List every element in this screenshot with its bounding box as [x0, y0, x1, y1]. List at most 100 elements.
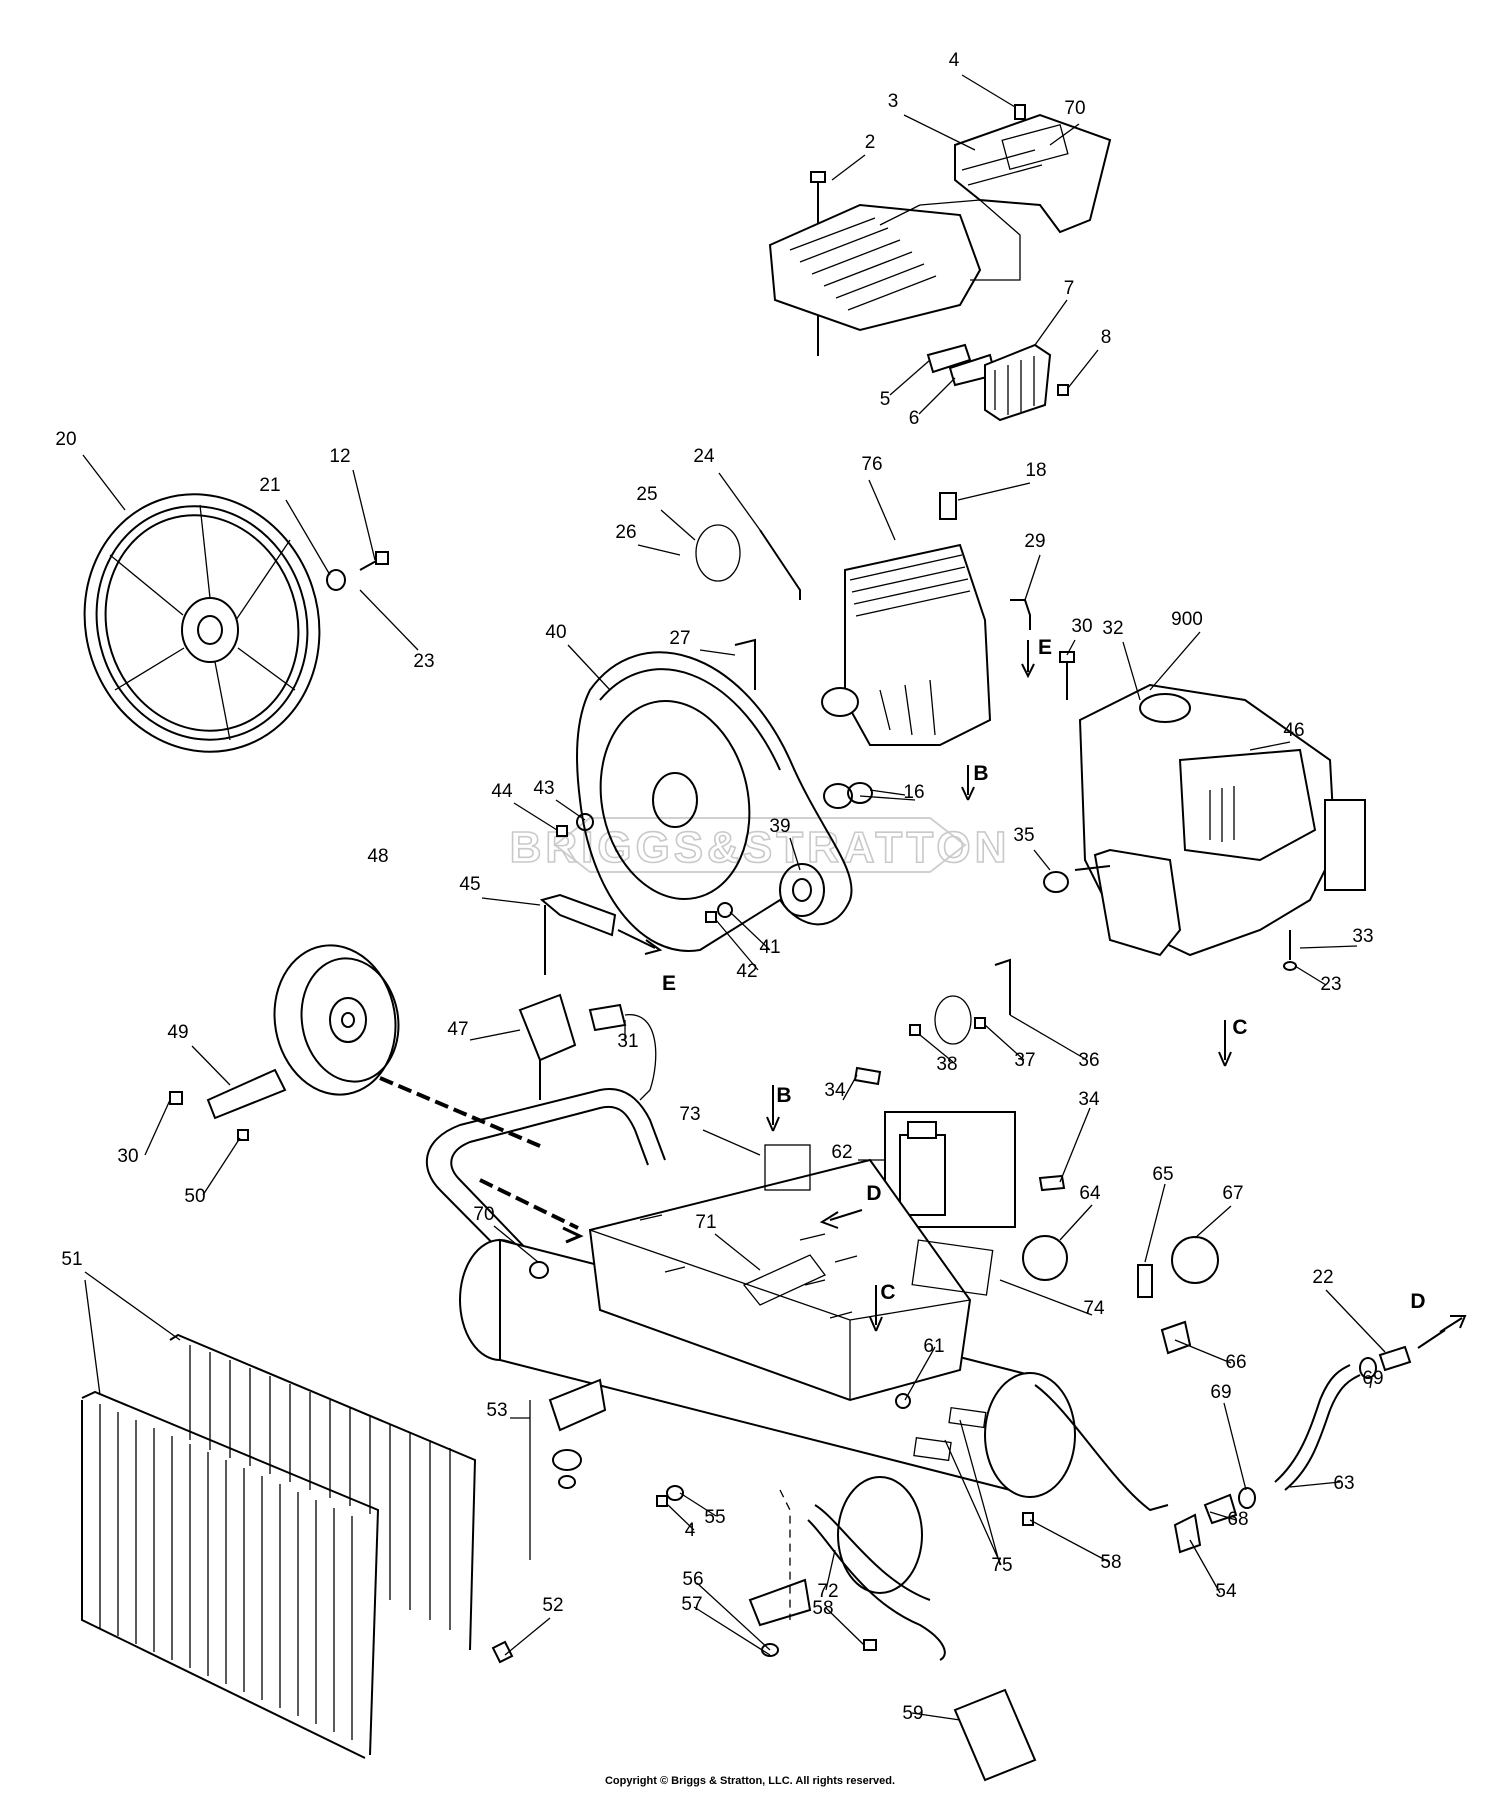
part-callout: 20 [55, 429, 76, 450]
part-callout: 7 [1064, 278, 1075, 299]
discharge-hose [1173, 1329, 1446, 1554]
part-callout: 75 [991, 1555, 1012, 1576]
part-callout: 16 [903, 782, 924, 803]
part-callout: 47 [447, 1019, 468, 1040]
regulator-assembly [853, 1066, 1219, 1355]
part-callout: 27 [669, 628, 690, 649]
part-callout: 64 [1079, 1183, 1101, 1204]
air-pump [695, 492, 1031, 809]
part-callout: 51 [61, 1249, 82, 1270]
part-callout: 57 [681, 1594, 702, 1615]
part-callout: 33 [1352, 926, 1373, 947]
part-callout: 74 [1083, 1298, 1105, 1319]
part-callout: 59 [902, 1703, 923, 1724]
part-callout: 4 [685, 1520, 696, 1541]
flow-letter: C [880, 1281, 895, 1304]
part-callout: 31 [617, 1031, 638, 1052]
part-callout: 70 [1064, 98, 1085, 119]
flow-letter: E [662, 972, 676, 995]
head-cover-assembly [768, 104, 1112, 422]
part-callout: 52 [542, 1595, 563, 1616]
part-callout: 4 [949, 50, 960, 71]
part-callout: 12 [329, 446, 350, 467]
flow-letter: D [866, 1182, 881, 1205]
part-callout: 29 [1024, 531, 1045, 552]
part-callout: 34 [824, 1080, 846, 1101]
part-callout: 53 [486, 1400, 507, 1421]
flow-arrows [379, 640, 1467, 1333]
leader-lines [82, 74, 1386, 1721]
part-callout: 58 [1100, 1552, 1121, 1573]
belt-and-pulley [556, 651, 853, 952]
part-callout: 21 [259, 475, 280, 496]
wheel-assembly [169, 944, 400, 1141]
part-callout: 22 [1312, 1267, 1333, 1288]
part-callout: 66 [1225, 1352, 1246, 1373]
part-callout: 23 [1320, 974, 1341, 995]
part-callout: 71 [695, 1212, 716, 1233]
part-callout: 8 [1101, 327, 1112, 348]
belt-guard [81, 1333, 514, 1759]
part-callout: 42 [736, 961, 757, 982]
part-callout: 56 [682, 1569, 703, 1590]
part-callout: 63 [1333, 1473, 1354, 1494]
part-callout: 73 [679, 1104, 700, 1125]
part-callout: 69 [1362, 1368, 1383, 1389]
flow-letter: C [1232, 1016, 1247, 1039]
part-callout: 24 [693, 446, 715, 467]
part-callout: 43 [533, 778, 554, 799]
part-callout: 5 [880, 389, 891, 410]
part-callout: 69 [1210, 1382, 1231, 1403]
part-callout: 70 [473, 1204, 494, 1225]
flywheel-pulley [83, 493, 389, 753]
part-callout: 46 [1283, 720, 1304, 741]
part-callout: 37 [1014, 1050, 1035, 1071]
part-callout: 26 [615, 522, 636, 543]
check-valve-assembly [518, 893, 657, 1101]
part-callout: 44 [491, 781, 513, 802]
flow-letter: D [1410, 1290, 1425, 1313]
part-callout: 62 [831, 1142, 852, 1163]
part-callout: 67 [1222, 1183, 1243, 1204]
part-callout: 76 [861, 454, 882, 475]
part-callout: 48 [367, 846, 388, 867]
air-tank-and-frame [426, 1088, 1169, 1782]
flow-letter: E [1038, 636, 1052, 659]
part-callout: 54 [1215, 1581, 1237, 1602]
part-callout: 36 [1078, 1050, 1099, 1071]
part-callout: 45 [459, 874, 480, 895]
flow-letter: B [776, 1084, 791, 1107]
part-callout: 61 [923, 1336, 944, 1357]
part-callout: 35 [1013, 825, 1034, 846]
part-callout: 30 [117, 1146, 138, 1167]
part-callout: 6 [909, 408, 920, 429]
part-callout: 900 [1171, 609, 1203, 630]
part-callout: 39 [769, 816, 790, 837]
watermark-text: BRIGGS&STRATTON [510, 823, 1011, 872]
part-callout: 50 [184, 1186, 205, 1207]
part-callout: 68 [1227, 1509, 1248, 1530]
copyright-text: Copyright © Briggs & Stratton, LLC. All … [604, 1775, 896, 1787]
flow-letters: E B E C B D C D [662, 636, 1426, 1313]
part-callout: 30 [1071, 616, 1092, 637]
part-callout: 58 [812, 1598, 833, 1619]
part-callout: 38 [936, 1054, 957, 1075]
part-callout: 18 [1025, 460, 1046, 481]
part-callout: 40 [545, 622, 566, 643]
part-callout: 23 [413, 651, 434, 672]
watermark: BRIGGS&STRATTON [509, 817, 1011, 873]
part-callout: 25 [636, 484, 657, 505]
part-callout: 65 [1152, 1164, 1173, 1185]
part-callout: 72 [817, 1581, 838, 1602]
part-callout: 34 [1078, 1089, 1100, 1110]
part-callout: 2 [865, 132, 876, 153]
part-callout: 41 [759, 937, 780, 958]
gas-engine [909, 651, 1366, 1045]
part-callout: 32 [1102, 618, 1123, 639]
part-callout: 55 [704, 1507, 725, 1528]
part-callout: 49 [167, 1022, 188, 1043]
flow-letter: B [973, 762, 988, 785]
part-callout: 3 [888, 91, 899, 112]
